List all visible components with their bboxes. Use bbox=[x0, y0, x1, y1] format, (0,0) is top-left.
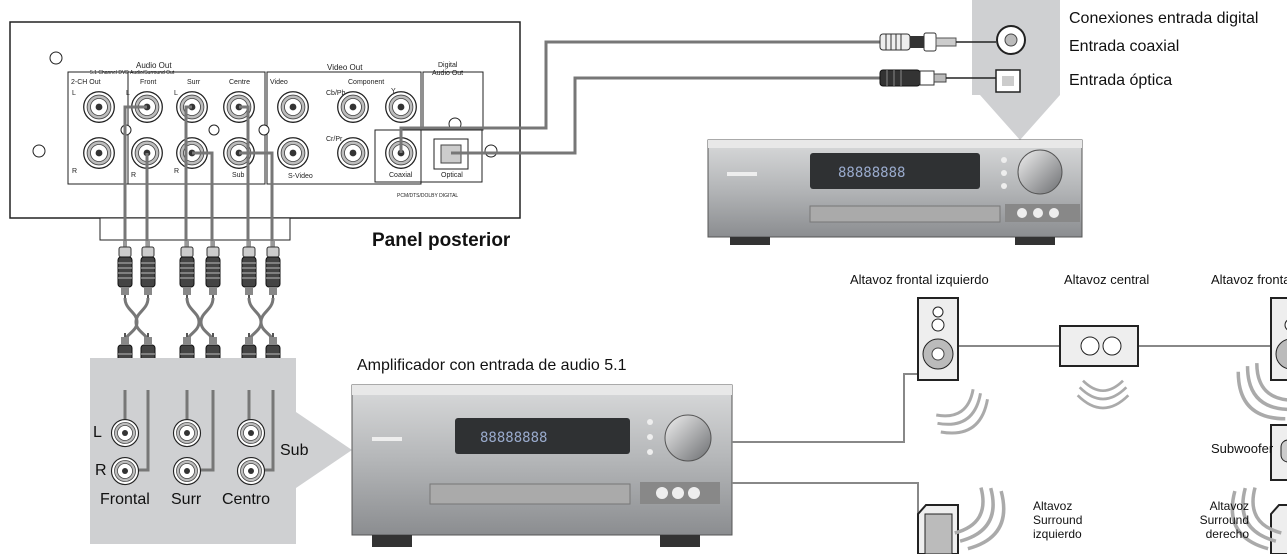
audio-out-title: Audio Out bbox=[136, 61, 172, 70]
jack-video bbox=[277, 91, 309, 123]
front-right-speaker bbox=[1226, 297, 1287, 431]
amplifier-title: Amplificador con entrada de audio 5.1 bbox=[357, 357, 627, 374]
amp-input-panel bbox=[90, 358, 352, 544]
surround-left-speaker bbox=[917, 481, 1016, 554]
surround-left-line-3: izquierdo bbox=[1033, 526, 1082, 541]
front-left-speaker-label: Altavoz frontal izquierdo bbox=[850, 272, 989, 287]
coaxial-input-label: Entrada coaxial bbox=[1069, 38, 1180, 55]
digital-inputs-title: Conexiones entrada digital bbox=[1069, 10, 1259, 27]
surr-label: Surr bbox=[187, 79, 201, 86]
front-left-speaker bbox=[917, 297, 998, 446]
r-label-3: R bbox=[174, 168, 180, 175]
digital-label-2: Audio Out bbox=[432, 70, 464, 77]
cable-plugs bbox=[117, 240, 281, 392]
video-label: Video bbox=[270, 79, 288, 86]
digital-cables bbox=[399, 40, 880, 155]
coaxial-label: Coaxial bbox=[389, 172, 413, 179]
front-right-speaker-label: Altavoz frontal derecho bbox=[1211, 272, 1287, 287]
l-label-1: L bbox=[72, 90, 76, 97]
amp-surr-label: Surr bbox=[171, 491, 202, 508]
rear-panel bbox=[9, 21, 521, 250]
sub-label: Sub bbox=[232, 172, 245, 179]
surround-left-label: Altavoz Surround izquierdo bbox=[1033, 499, 1083, 541]
amplifier-unit: 88888888 bbox=[351, 384, 733, 547]
surround-right-line-2: Surround bbox=[1199, 512, 1249, 527]
optical-label: Optical bbox=[441, 172, 463, 179]
surround-left-line-1: Altavoz bbox=[1033, 499, 1073, 513]
optical-plug bbox=[879, 69, 996, 87]
centre-label: Centre bbox=[229, 79, 251, 86]
svg-text:88888888: 88888888 bbox=[480, 430, 547, 446]
amp-frontal-label: Frontal bbox=[100, 491, 150, 508]
amp-centro-label: Centro bbox=[222, 491, 271, 508]
y-label: Y bbox=[391, 88, 396, 95]
r-label-2: R bbox=[131, 172, 137, 179]
front-label: Front bbox=[140, 79, 157, 86]
l-label-3: L bbox=[174, 90, 178, 97]
jack-2ch-r bbox=[83, 137, 115, 169]
pcm-label: PCM/DTS/DOLBY DIGITAL bbox=[397, 193, 459, 199]
digital-receiver-unit: 88888888 bbox=[707, 0, 1083, 245]
center-speaker bbox=[1059, 325, 1139, 410]
coaxial-plug bbox=[879, 32, 996, 52]
surround-right-line-3: derecho bbox=[1205, 526, 1249, 541]
surround-right-speaker bbox=[1220, 481, 1287, 554]
cbpb-label: Cb/Pb bbox=[326, 90, 346, 97]
surround-right-label: Altavoz Surround derecho bbox=[1183, 499, 1249, 541]
svideo-label: S-Video bbox=[288, 173, 313, 180]
jack-2ch-l bbox=[83, 91, 115, 123]
amp-l-label: L bbox=[93, 424, 102, 441]
jack-svideo bbox=[277, 137, 309, 169]
amp-r-label: R bbox=[95, 462, 107, 479]
component-label: Component bbox=[348, 79, 385, 86]
surround-left-line-2: Surround bbox=[1033, 512, 1083, 527]
crpr-label: Cr/Pr bbox=[326, 136, 343, 143]
l-label-2: L bbox=[126, 90, 130, 97]
subwoofer-speaker bbox=[1270, 424, 1287, 481]
audio-out-subtitle: 5.1 Channel DVD Audio/Surround Out bbox=[90, 70, 175, 76]
jack-y bbox=[385, 91, 417, 123]
rear-panel-title: Panel posterior bbox=[372, 230, 511, 251]
svg-text:88888888: 88888888 bbox=[838, 165, 905, 181]
two-ch-out-label: 2-CH Out bbox=[71, 79, 101, 86]
digital-label-1: Digital bbox=[438, 62, 458, 69]
r-label-1: R bbox=[72, 168, 78, 175]
center-speaker-label: Altavoz central bbox=[1064, 272, 1150, 287]
amp-sub-label: Sub bbox=[280, 442, 309, 459]
surround-right-line-1: Altavoz bbox=[1209, 499, 1249, 513]
optical-input-label: Entrada óptica bbox=[1069, 72, 1173, 89]
video-out-title: Video Out bbox=[327, 63, 363, 72]
subwoofer-label: Subwoofer bbox=[1211, 441, 1274, 456]
